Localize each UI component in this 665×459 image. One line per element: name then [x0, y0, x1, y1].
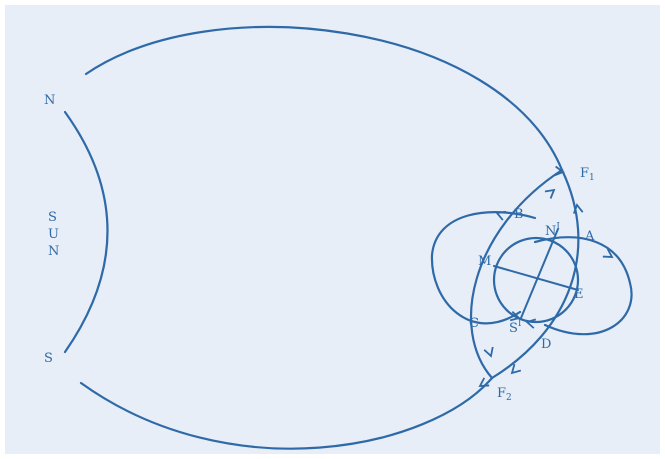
label-a: A: [584, 229, 595, 244]
label-sun-letter-n: N: [48, 244, 59, 259]
label-c: C: [469, 316, 479, 331]
label-d: D: [541, 337, 551, 352]
label-sun-s: S: [44, 351, 53, 366]
label-sun-letter-u: U: [48, 227, 59, 242]
label-e: E: [574, 287, 584, 302]
label-b: B: [514, 207, 524, 222]
diagram-background: [5, 5, 660, 454]
label-sun-n: N: [44, 93, 55, 108]
label-m: M: [478, 254, 491, 269]
label-sun-letter-s: S: [48, 210, 57, 225]
